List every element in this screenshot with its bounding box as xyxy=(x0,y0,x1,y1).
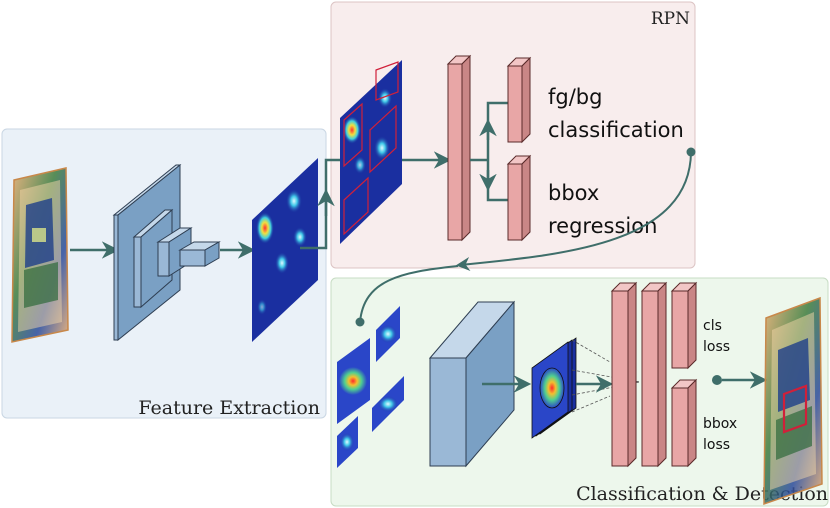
det-cls-label-line2: loss xyxy=(703,339,730,355)
feature-extraction-title: Feature Extraction xyxy=(138,397,320,419)
arrow-rpn-to-detection xyxy=(455,151,692,271)
proposal-heatmaps-icon xyxy=(337,306,404,468)
det-reg-label-line2: loss xyxy=(703,437,730,453)
proposal-curve xyxy=(359,265,459,323)
rpn-cls-label-line1: fg/bg xyxy=(548,85,602,109)
rpn-title: RPN xyxy=(651,9,690,29)
roi-feature-stack-icon xyxy=(531,337,577,439)
proposal-dot xyxy=(355,317,365,327)
cls-head-layer xyxy=(670,281,698,370)
rpn-reg-label-line2: regression xyxy=(548,214,657,238)
fc-layer-2 xyxy=(640,281,668,468)
rpn-reg-layer xyxy=(506,154,532,242)
reg-head-layer xyxy=(670,378,698,468)
det-reg-label-line1: bbox xyxy=(703,416,737,432)
rpn-anchor-heatmap-icon xyxy=(340,60,402,244)
detection-box xyxy=(782,384,808,434)
rpn-cls-layer xyxy=(506,56,532,144)
output-dot xyxy=(712,375,722,385)
feature-map-heatmap-icon xyxy=(252,158,318,342)
rpn-cls-label-line2: classification xyxy=(548,118,684,142)
rpn-conv-layer xyxy=(446,54,472,242)
cnn-backbone xyxy=(112,163,221,342)
input-xray-image-icon xyxy=(11,167,69,343)
rpn-reg-label-line1: bbox xyxy=(548,181,599,205)
det-cls-label-line1: cls xyxy=(703,318,722,334)
fc-layer-1 xyxy=(610,281,638,468)
output-xray-image-icon xyxy=(763,296,823,506)
classification-panel xyxy=(330,277,829,507)
